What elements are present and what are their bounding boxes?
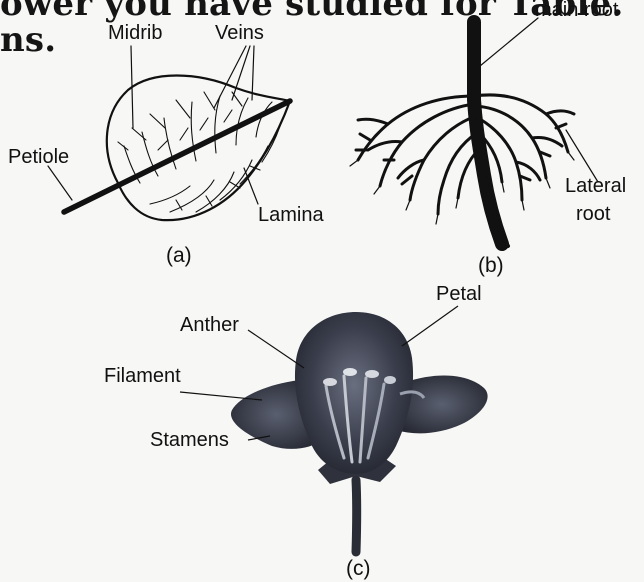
root-hairs xyxy=(350,152,574,224)
flower-stalk xyxy=(356,480,357,552)
pointer-veins-1 xyxy=(214,46,246,108)
label-petal: Petal xyxy=(436,283,482,305)
label-anther: Anther xyxy=(180,314,239,336)
pointer-petiole xyxy=(48,166,72,200)
label-petiole: Petiole xyxy=(8,146,69,168)
label-lamina: Lamina xyxy=(258,204,324,226)
pointer-anther xyxy=(248,330,304,368)
leaf-midrib xyxy=(64,101,290,212)
label-stamens: Stamens xyxy=(150,429,229,451)
root-laterals-left xyxy=(356,96,480,214)
label-midrib: Midrib xyxy=(108,22,162,44)
caption-a: (a) xyxy=(166,244,192,267)
pointer-petal xyxy=(402,306,458,346)
label-main-root: main root xyxy=(535,0,619,21)
label-lateral-line1: Lateral xyxy=(565,175,626,197)
label-filament: Filament xyxy=(104,365,181,387)
flower-petal-main xyxy=(295,312,413,474)
label-lateral-line2: root xyxy=(576,203,611,225)
caption-b: (b) xyxy=(478,254,504,277)
pointer-veins-3 xyxy=(252,46,254,100)
label-veins: Veins xyxy=(215,22,264,44)
root-diagram xyxy=(350,18,598,246)
leaf-diagram xyxy=(48,46,290,220)
leaf-veins-lower xyxy=(118,92,272,183)
caption-c: (c) xyxy=(346,557,371,580)
pointer-main-root xyxy=(480,18,538,66)
